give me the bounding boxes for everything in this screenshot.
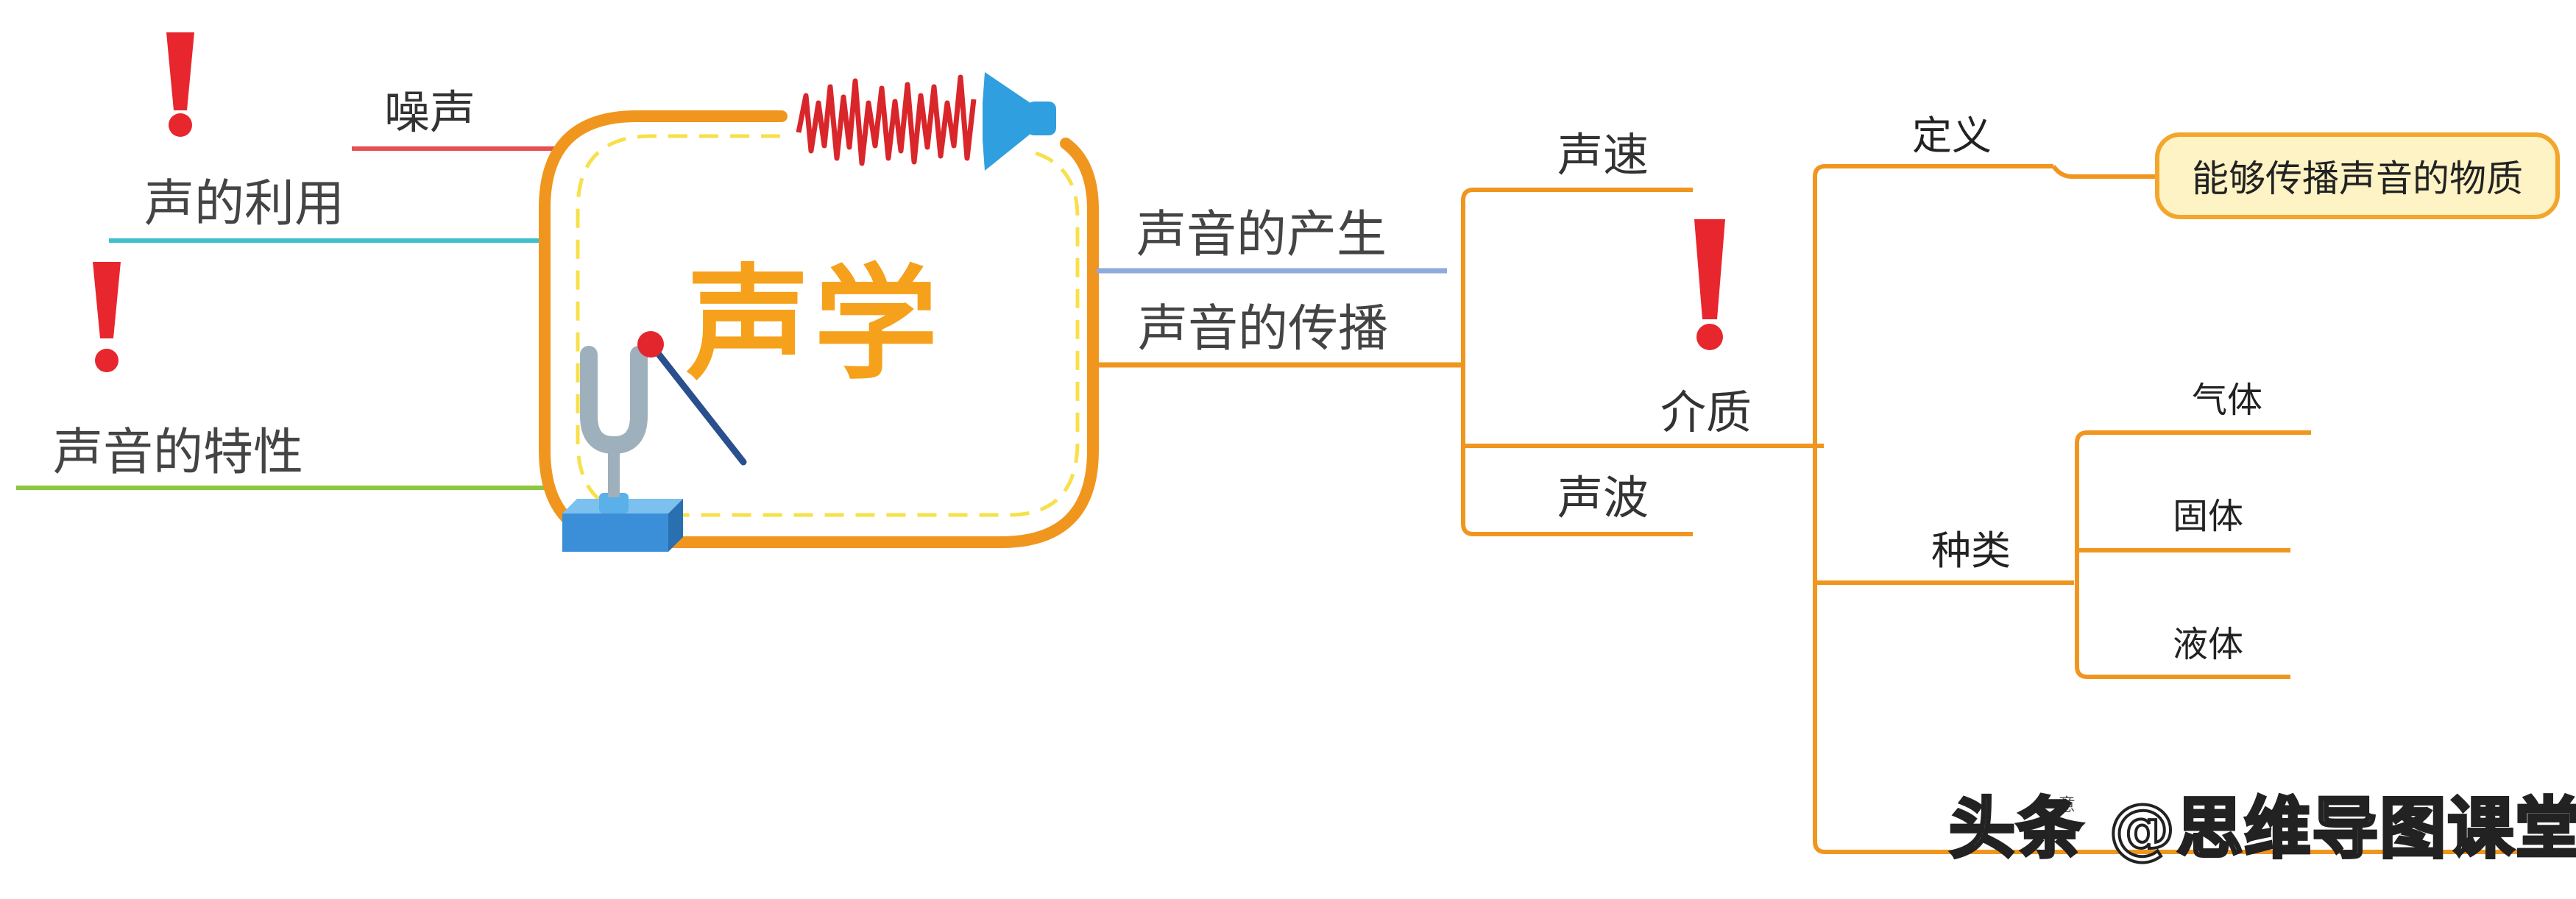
sound-propagation-label: 声音的传播 — [1138, 300, 1389, 358]
sound-production-label: 声音的产生 — [1136, 206, 1387, 264]
exclamation-icon — [166, 32, 194, 137]
watermark: 头条 @思维导图课堂 — [1947, 790, 2576, 867]
medium-children-connectors — [1813, 164, 2532, 854]
type-liquid-label: 液体 — [2173, 624, 2244, 665]
watermark-small-text: 意 — [2058, 795, 2076, 815]
speaker-icon — [983, 72, 1056, 171]
sound-speed-label: 声速 — [1557, 128, 1649, 182]
type-gas-label: 气体 — [2192, 380, 2263, 421]
type-solid-label: 固体 — [2173, 496, 2244, 537]
tuning-fork-icon — [562, 331, 747, 552]
sound-wave-graphic — [796, 74, 977, 166]
sound-wave-label: 声波 — [1557, 471, 1649, 525]
sound-properties-label: 声音的特性 — [53, 424, 304, 482]
propagation-children-connectors — [1461, 188, 1815, 536]
types-children-connectors — [2075, 430, 2311, 679]
types-label: 种类 — [1931, 527, 2011, 574]
definition-label: 定义 — [1912, 113, 1992, 159]
exclamation-icon — [1694, 219, 1725, 350]
central-topic-title: 声学 — [686, 251, 942, 397]
exclamation-icon — [93, 262, 121, 372]
definition-box: 能够传播声音的物质 — [2155, 132, 2560, 219]
sound-use-label: 声的利用 — [144, 175, 345, 233]
medium-label: 介质 — [1660, 385, 1752, 439]
noise-label: 噪声 — [384, 85, 476, 139]
